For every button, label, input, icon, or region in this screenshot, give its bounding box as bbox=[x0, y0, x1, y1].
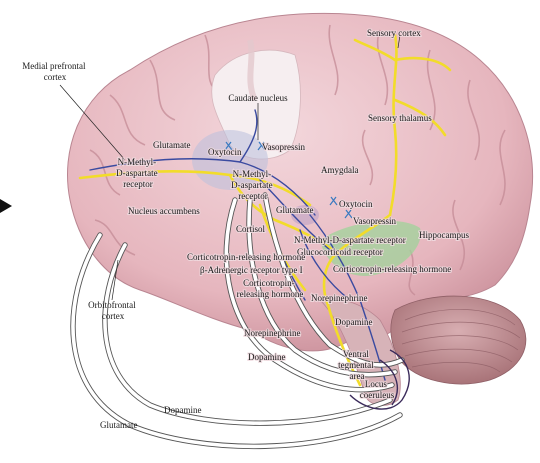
label-medial-prefrontal-cortex-line2: cortex bbox=[44, 72, 67, 82]
label-vta-line2: tegmental bbox=[338, 360, 374, 370]
label-orbitofrontal-cortex-line1: Orbitofrontal bbox=[88, 300, 136, 310]
label-caudate-nucleus: Caudate nucleus bbox=[228, 93, 288, 103]
label-oxytocin-1: Oxytocin bbox=[208, 147, 242, 157]
label-beta-adrenergic: β-Adrenergic receptor type I bbox=[200, 265, 303, 275]
label-nmda-receptor-2-line1: N-Methyl- bbox=[233, 169, 272, 179]
label-sensory-cortex: Sensory cortex bbox=[367, 28, 421, 38]
label-nmda-receptor-2-line2: D-aspartate bbox=[231, 180, 272, 190]
arrow-right-icon bbox=[0, 199, 12, 213]
label-nmda-receptor-3: N-Methyl-D-aspartate receptor bbox=[294, 235, 406, 245]
label-glutamate-3: Glutamate bbox=[100, 420, 138, 430]
label-amygdala: Amygdala bbox=[321, 165, 359, 175]
label-vta-line1: Ventral bbox=[343, 349, 369, 359]
label-glucocorticoid-receptor: Glucocorticoid receptor bbox=[297, 247, 383, 257]
label-orbitofrontal-cortex: Orbitofrontal cortex bbox=[88, 300, 138, 321]
label-nmda-receptor-1-line1: N-Methyl- bbox=[118, 157, 157, 167]
label-sensory-thalamus: Sensory thalamus bbox=[368, 113, 432, 123]
label-medial-prefrontal-cortex: Medial prefrontal cortex bbox=[22, 61, 87, 82]
label-dopamine-2: Dopamine bbox=[248, 352, 286, 362]
label-lc-line1: Locus bbox=[365, 379, 387, 389]
label-vasopressin-2: Vasopressin bbox=[353, 216, 396, 226]
label-crh-1: Corticotropin-releasing hormone bbox=[187, 252, 305, 262]
label-crh-3-line2: releasing hormone bbox=[237, 289, 304, 299]
label-glutamate-1: Glutamate bbox=[153, 140, 191, 150]
label-dopamine-1: Dopamine bbox=[335, 317, 373, 327]
label-crh-2: Corticotropin-releasing hormone bbox=[333, 264, 451, 274]
label-nmda-receptor-1-line3: receptor bbox=[123, 179, 152, 189]
label-norepinephrine-1: Norepinephrine bbox=[311, 293, 367, 303]
label-nucleus-accumbens: Nucleus accumbens bbox=[128, 206, 200, 216]
label-vta-line3: area bbox=[350, 371, 365, 381]
label-medial-prefrontal-cortex-line1: Medial prefrontal bbox=[22, 61, 86, 71]
label-cortisol: Cortisol bbox=[236, 224, 266, 234]
label-dopamine-3: Dopamine bbox=[164, 405, 202, 415]
label-nmda-receptor-2-line3: receptor bbox=[238, 191, 267, 201]
label-orbitofrontal-cortex-line2: cortex bbox=[102, 311, 125, 321]
label-vasopressin-1: Vasopressin bbox=[262, 142, 305, 152]
label-crh-3: Corticotropin- releasing hormone bbox=[237, 278, 304, 299]
label-norepinephrine-2: Norepinephrine bbox=[244, 328, 300, 338]
label-crh-3-line1: Corticotropin- bbox=[243, 278, 295, 288]
label-lc-line2: coeruleus bbox=[360, 390, 395, 400]
label-hippocampus: Hippocampus bbox=[419, 230, 469, 240]
label-glutamate-2: Glutamate bbox=[276, 205, 314, 215]
label-oxytocin-2: Oxytocin bbox=[339, 199, 373, 209]
label-nmda-receptor-1-line2: D-aspartate bbox=[116, 168, 157, 178]
